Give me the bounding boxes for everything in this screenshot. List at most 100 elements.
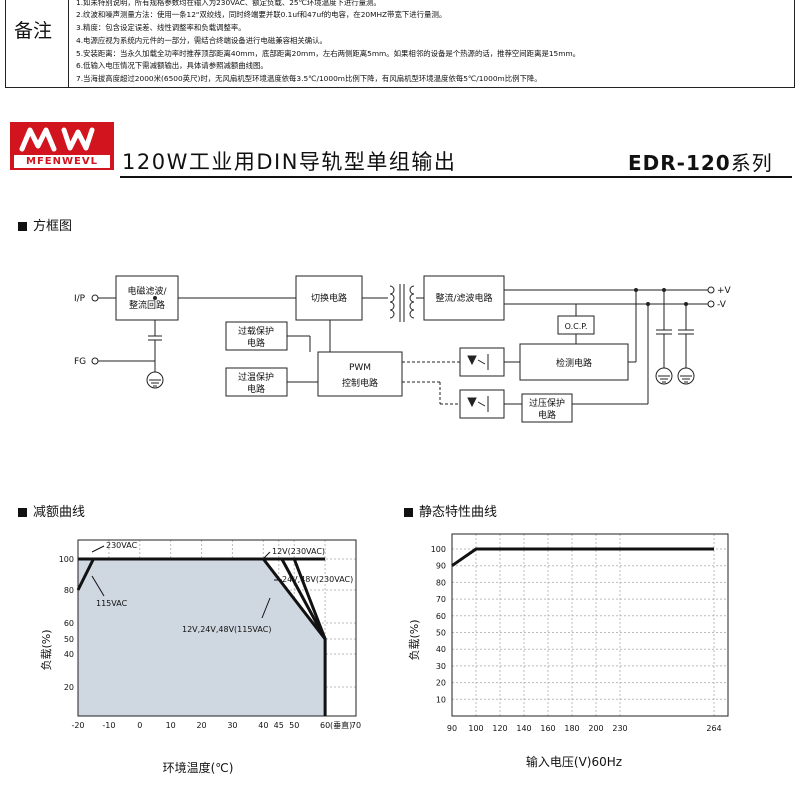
static-series-line xyxy=(451,547,714,567)
static-y-tick: 20 xyxy=(436,679,446,688)
note-line-2: 2.纹波和噪声测量方法：使用一条12"双绞线，同时终端要并联0.1uf和47uf… xyxy=(76,10,447,19)
static-title: 静态特性曲线 xyxy=(419,505,498,520)
derating-series-line xyxy=(280,558,327,640)
static-xlabel: 输入电压(V)60Hz xyxy=(526,754,622,769)
fg-label: FG xyxy=(74,357,86,367)
derating-y-tick: 50 xyxy=(64,635,74,644)
static-y-tick: 60 xyxy=(436,612,446,621)
model-name: EDR-120系列 xyxy=(628,147,773,176)
static-y-tick: 100 xyxy=(431,545,446,554)
annotation-230vac: 230VAC xyxy=(106,541,138,550)
static-y-tick: 80 xyxy=(436,578,446,587)
derating-x-tick: -20 xyxy=(71,721,84,730)
derating-x-tick: 30 xyxy=(227,721,237,730)
static-x-tick: 100 xyxy=(468,724,483,733)
derating-area xyxy=(78,559,326,716)
block-diagram: I/P FG 电磁滤波/ 整流回路 切换电路 整流/滤波电路 O.C.P. 检测… xyxy=(74,275,732,423)
ovp-block-line1: 过压保护 xyxy=(529,397,565,409)
derating-x-tick: 0 xyxy=(137,721,142,730)
vminus-label: -V xyxy=(717,300,727,310)
static-y-ticks: 10 20 30 40 50 60 70 80 90 100 xyxy=(431,545,446,704)
note-line-4: 4.电源应视为系统内元件的一部分，需结合终端设备进行电磁兼容相关确认。 xyxy=(76,36,327,45)
static-x-tick: 230 xyxy=(612,724,627,733)
logo-wordmark: MFENWEVL xyxy=(14,155,110,168)
ocp-block: O.C.P. xyxy=(565,322,588,331)
static-x-tick: 90 xyxy=(447,724,457,733)
annotation-115vac: 115VAC xyxy=(96,599,128,608)
page-title: 120W工业用DIN导轨型单组输出 xyxy=(122,150,457,174)
derating-x-tick: 20 xyxy=(196,721,206,730)
static-heading: 静态特性曲线 xyxy=(404,501,497,520)
ip-label: I/P xyxy=(74,294,86,304)
note-line-6: 6.低输入电压情况下需减额输出，具体请参照减额曲线图。 xyxy=(76,61,268,70)
notes-label: 备注 xyxy=(14,20,53,42)
derating-ylabel: 负载(%) xyxy=(39,629,53,670)
detect-block: 检测电路 xyxy=(556,357,592,369)
rectifier-block: 整流/滤波电路 xyxy=(435,292,492,304)
derating-heading: 减额曲线 xyxy=(18,501,85,520)
block-diagram-heading: 方框图 xyxy=(18,215,72,234)
static-chart: 90 100 120 140 160 180 200 230 264 10 20 30 40 50 60 7… xyxy=(407,533,729,769)
static-x-tick: 180 xyxy=(564,724,579,733)
derating-x-tick: 40 xyxy=(258,721,268,730)
section-bullet-icon xyxy=(18,222,27,231)
note-line-5: 5.安装距离：当永久加载全功率时推荐顶部距离40mm，底部距离20mm，左右两侧… xyxy=(76,49,581,58)
olp-block-line1: 过载保护 xyxy=(238,325,274,337)
annotation-12v-230: 12V(230VAC) xyxy=(272,547,325,556)
static-y-tick: 30 xyxy=(436,662,446,671)
derating-frame xyxy=(77,539,357,717)
header-rule xyxy=(120,176,792,178)
vplus-label: +V xyxy=(717,286,732,296)
model-number: EDR-120 xyxy=(628,151,731,175)
static-lines xyxy=(451,547,714,567)
static-y-tick: 40 xyxy=(436,645,446,654)
static-y-tick: 70 xyxy=(436,595,446,604)
static-x-tick: 160 xyxy=(540,724,555,733)
annotation-24v48v-230: 24V,48V(230VAC) xyxy=(282,575,353,584)
block-diagram-title: 方框图 xyxy=(33,219,73,234)
mw-logo-mark xyxy=(19,127,95,152)
derating-y-tick: 40 xyxy=(64,650,74,659)
meanwell-logo: MFENWEVL xyxy=(10,122,114,170)
static-x-tick: 120 xyxy=(492,724,507,733)
emi-block-line2: 整流回路 xyxy=(129,299,165,311)
derating-x-tick: 70 xyxy=(351,721,361,730)
note-line-3: 3.精度：包含设定误差、线性调整率和负载调整率。 xyxy=(76,23,246,32)
static-x-ticks: 90 100 120 140 160 180 200 230 264 xyxy=(447,724,722,733)
static-x-tick: 200 xyxy=(588,724,603,733)
emi-block-line1: 电磁滤波/ xyxy=(127,285,167,297)
derating-y-tick: 20 xyxy=(64,683,74,692)
series-label: 系列 xyxy=(730,151,773,175)
ovp-block-line2: 电路 xyxy=(538,409,556,421)
static-y-tick: 10 xyxy=(436,695,446,704)
derating-series-line xyxy=(292,558,327,640)
static-ylabel: 负载(%) xyxy=(407,619,421,660)
derating-series-line xyxy=(76,557,326,591)
static-frame xyxy=(451,533,729,717)
static-y-tick: 50 xyxy=(436,629,446,638)
derating-xlabel: 环境温度(℃) xyxy=(163,760,234,775)
pwm-block-line2: 控制电路 xyxy=(342,377,378,389)
derating-x-unit: (垂直) xyxy=(330,720,352,730)
static-y-tick: 90 xyxy=(436,562,446,571)
pwm-block-line1: PWM xyxy=(349,363,371,373)
static-x-tick: 140 xyxy=(516,724,531,733)
derating-x-tick: -10 xyxy=(102,721,115,730)
notes-section: 备注 1.如未特别说明，所有规格参数均在输入为230VAC、额定负载、25℃环境… xyxy=(0,0,800,96)
otp-block-line2: 电路 xyxy=(247,383,265,395)
derating-x-tick: 10 xyxy=(166,721,176,730)
static-grid xyxy=(451,534,728,716)
derating-y-ticks: 20 40 50 60 80 100 xyxy=(59,555,74,692)
derating-y-tick: 100 xyxy=(59,555,74,564)
derating-chart: -20 -10 0 10 20 30 40 45 50 60 70 20 40 50 60 80 100 23… xyxy=(39,539,361,775)
note-line-1: 1.如未特别说明，所有规格参数均在输入为230VAC、额定负载、25℃环境温度下… xyxy=(76,0,381,7)
static-x-tick: 264 xyxy=(706,724,721,733)
note-line-7: 7.当海拔高度超过2000米(6500英尺)时，无风扇机型环境温度依每3.5℃/… xyxy=(76,74,542,83)
switch-block: 切换电路 xyxy=(311,292,347,304)
derating-x-tick: 45 xyxy=(274,721,284,730)
section-bullet-icon xyxy=(18,508,27,517)
derating-y-tick: 60 xyxy=(64,619,74,628)
derating-title: 减额曲线 xyxy=(33,505,86,520)
derating-y-tick: 80 xyxy=(64,586,74,595)
